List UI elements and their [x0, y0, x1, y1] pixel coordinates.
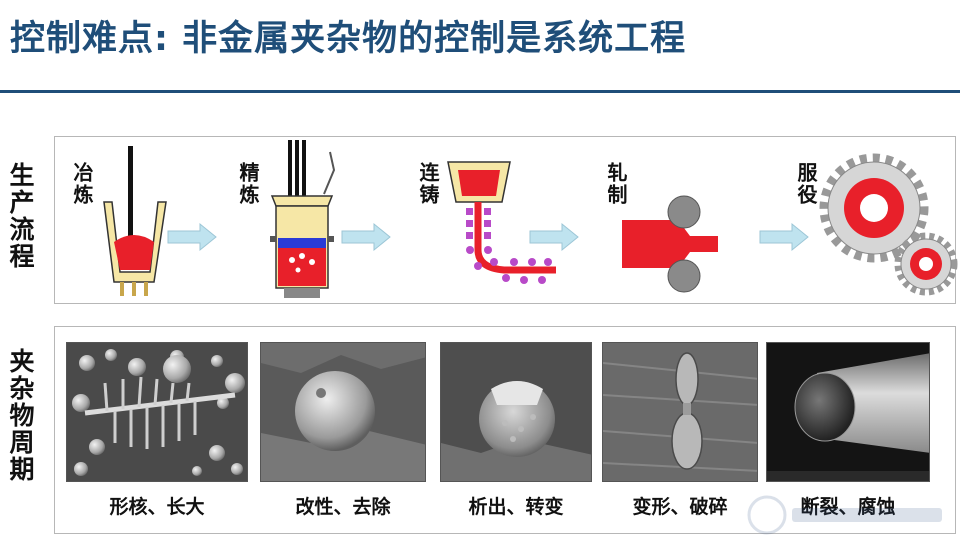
- refining-ladle-icon: [270, 140, 336, 298]
- page-title: 控制难点: 非金属夹杂物的控制是系统工程: [10, 19, 687, 59]
- sem-photo-fracture: [766, 342, 930, 482]
- row-label-process: 生产流程: [6, 162, 35, 270]
- caption-modification: 改性、去除: [295, 496, 391, 518]
- flow-arrow-4: [759, 222, 809, 252]
- flow-arrow-3: [529, 222, 579, 252]
- row-label-inclusion: 夹杂物周期: [6, 348, 35, 483]
- sem-photo-modification: [260, 342, 426, 482]
- sem-photo-deformation: [602, 342, 758, 482]
- continuous-caster-icon: [447, 161, 556, 284]
- title-divider: [0, 90, 960, 93]
- stage-label-refining: 精炼: [236, 162, 260, 206]
- caption-fracture: 断裂、腐蚀: [800, 496, 896, 518]
- stage-label-casting: 连铸: [416, 162, 440, 206]
- caption-nucleation: 形核、长大: [109, 496, 205, 518]
- sem-photo-precipitation: [440, 342, 592, 482]
- sem-photo-nucleation: [66, 342, 248, 482]
- caption-precipitation: 析出、转变: [468, 496, 564, 518]
- flow-arrow-1: [167, 222, 217, 252]
- converter-icon: [103, 146, 167, 296]
- flow-arrow-2: [341, 222, 391, 252]
- stage-label-service: 服役: [794, 162, 818, 206]
- stage-label-rolling: 轧制: [604, 162, 628, 206]
- gears-icon: [819, 153, 958, 296]
- caption-deformation: 变形、破碎: [632, 496, 728, 518]
- rolling-mill-icon: [622, 195, 718, 293]
- stage-label-smelting: 冶炼: [70, 162, 94, 206]
- watermark-logo: [747, 495, 942, 535]
